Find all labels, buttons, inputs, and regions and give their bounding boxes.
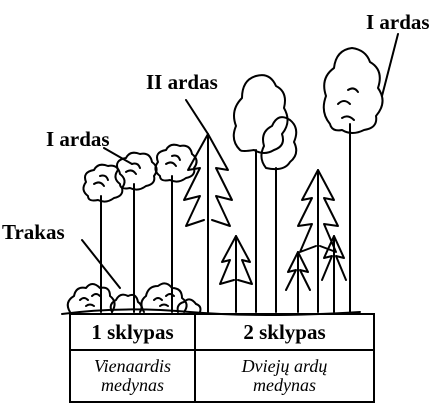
plot2-description: Dviejų ardų medynas: [195, 350, 374, 402]
plot1-desc-line2: medynas: [71, 376, 194, 395]
plot2-desc-line1: Dviejų ardų: [196, 357, 373, 376]
plot2-desc-line2: medynas: [196, 376, 373, 395]
label-i-ardas-right: I ardas: [366, 10, 430, 35]
leader-ii-ardas: [186, 100, 208, 134]
leader-i-ardas-right: [382, 34, 398, 96]
plot1-description: Vienaardis medynas: [70, 350, 195, 402]
plot2-lower-conifers: [184, 134, 346, 312]
plot2-header: 2 sklypas: [195, 314, 374, 350]
label-i-ardas-left: I ardas: [46, 127, 110, 152]
label-trakas: Trakas: [2, 220, 65, 245]
plot1-desc-line1: Vienaardis: [71, 357, 194, 376]
label-ii-ardas: II ardas: [146, 70, 218, 95]
plot1-header: 1 sklypas: [70, 314, 195, 350]
plot1-trees: [83, 145, 196, 312]
plot-table: 1 sklypas 2 sklypas Vienaardis medynas D…: [69, 313, 375, 403]
